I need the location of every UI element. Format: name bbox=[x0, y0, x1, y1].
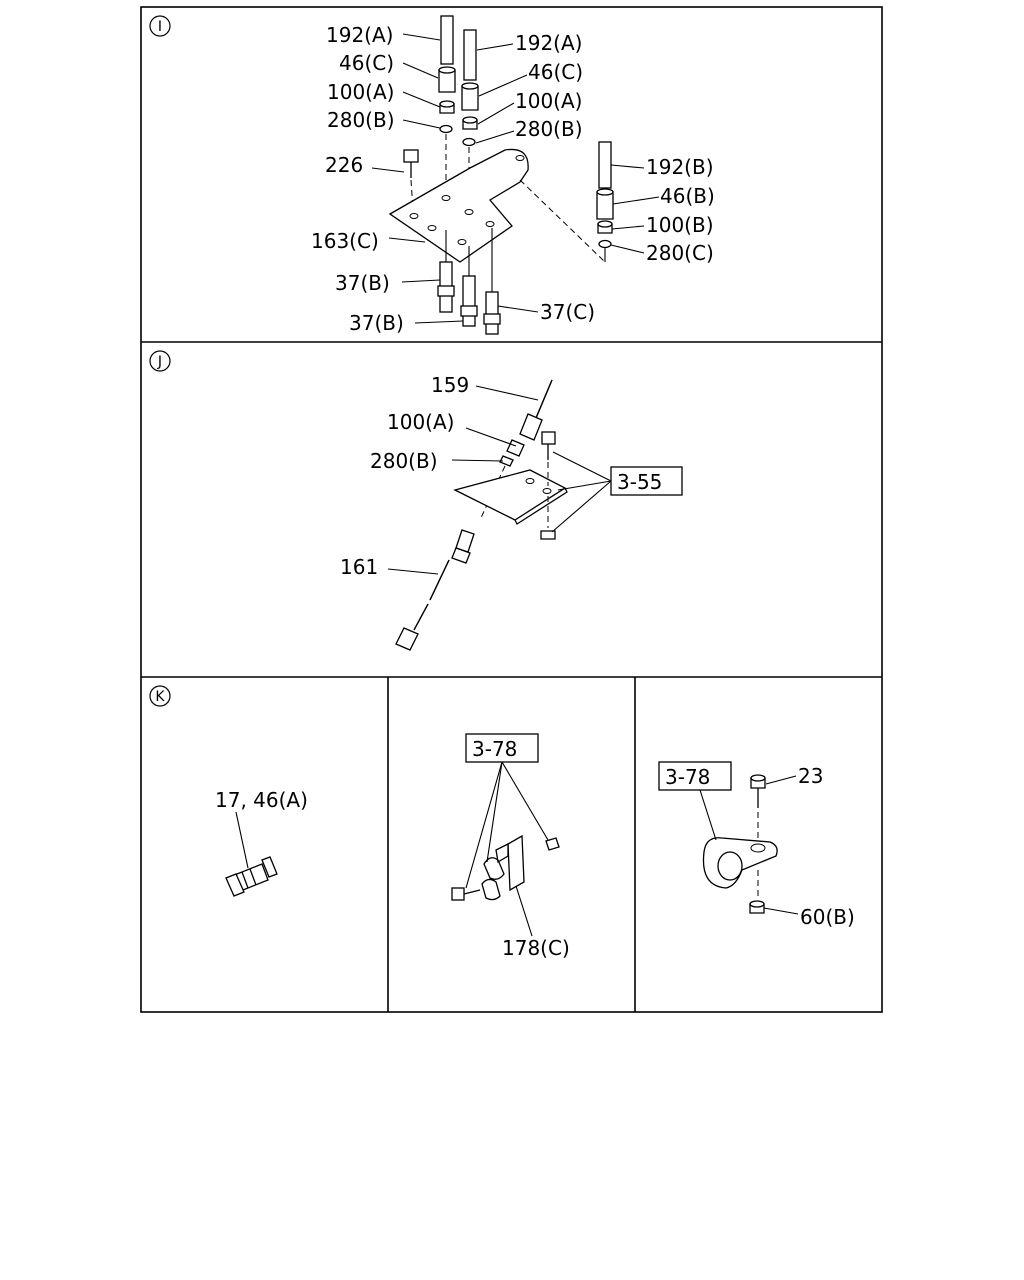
label-280b-right: 280(B) bbox=[515, 117, 583, 141]
label-46c-left: 46(C) bbox=[339, 51, 394, 75]
label-37b-lower: 37(B) bbox=[349, 311, 404, 335]
label-3-55: 3-55 bbox=[617, 470, 662, 494]
hose-161 bbox=[395, 529, 475, 651]
washer-280b-j bbox=[499, 455, 514, 467]
label-280b-left: 280(B) bbox=[327, 108, 395, 132]
label-159: 159 bbox=[431, 373, 469, 397]
fitting-46b bbox=[596, 191, 614, 220]
clip-178c bbox=[481, 834, 525, 901]
label-3-78-mid: 3-78 bbox=[472, 737, 517, 761]
bolt-3-55 bbox=[541, 431, 556, 460]
label-100a-left: 100(A) bbox=[327, 80, 394, 104]
bracket-163c bbox=[388, 148, 529, 263]
label-192b: 192(B) bbox=[646, 155, 714, 179]
ref-box-3-78-mid bbox=[465, 733, 539, 763]
nut-3-55 bbox=[540, 530, 556, 540]
hose-159 bbox=[519, 379, 553, 441]
union-37c bbox=[483, 291, 501, 335]
section-i-parts: 192(A) 46(C) 100(A) 280(B) 192(A) 46(C) … bbox=[311, 15, 715, 335]
nut-clip bbox=[545, 837, 560, 851]
label-60b: 60(B) bbox=[800, 905, 855, 929]
section-k-panel-2: 3-78 178(C) bbox=[451, 733, 570, 960]
section-j-parts: 3-55 159 100(A) 280(B) 161 bbox=[340, 373, 683, 651]
section-marker-j-text: J bbox=[157, 354, 162, 370]
bolt-226 bbox=[403, 149, 419, 178]
bolt-23 bbox=[750, 774, 766, 808]
label-100a-j: 100(A) bbox=[387, 410, 454, 434]
washer-280b-left bbox=[439, 124, 453, 134]
label-280c: 280(C) bbox=[646, 241, 714, 265]
union-37b-right bbox=[460, 275, 478, 327]
section-k-panel-3: 3-78 23 60(B) bbox=[658, 761, 855, 929]
hose-192a-left bbox=[440, 15, 454, 65]
label-161: 161 bbox=[340, 555, 378, 579]
section-marker-i-text: I bbox=[158, 19, 162, 35]
label-163c: 163(C) bbox=[311, 229, 379, 253]
hose-192a-right bbox=[463, 29, 477, 81]
section-marker-i: I bbox=[149, 15, 171, 37]
label-178c: 178(C) bbox=[502, 936, 570, 960]
label-100a-right: 100(A) bbox=[515, 89, 582, 113]
ref-box-3-78-right bbox=[658, 761, 732, 791]
label-100b: 100(B) bbox=[646, 213, 714, 237]
section-marker-j: J bbox=[149, 350, 171, 372]
nut-100a-j bbox=[506, 439, 525, 457]
section-k-panel-1: 17, 46(A) bbox=[215, 788, 308, 897]
section-marker-k-text: K bbox=[155, 689, 165, 705]
hose-192b bbox=[598, 141, 612, 189]
label-192a-right: 192(A) bbox=[515, 31, 582, 55]
bracket-j bbox=[453, 469, 568, 525]
label-23: 23 bbox=[798, 764, 823, 788]
label-17-46a: 17, 46(A) bbox=[215, 788, 308, 812]
clamp-3-78 bbox=[702, 837, 778, 889]
ref-box-3-55 bbox=[610, 466, 683, 496]
diagram-frame bbox=[140, 6, 883, 1013]
union-17-46a bbox=[225, 856, 278, 897]
bolt-clip bbox=[451, 887, 481, 901]
label-192a-left: 192(A) bbox=[326, 23, 393, 47]
label-46c-right: 46(C) bbox=[528, 60, 583, 84]
washer-280c bbox=[598, 239, 612, 249]
label-46b: 46(B) bbox=[660, 184, 715, 208]
washer-280b-right bbox=[462, 137, 476, 147]
label-280b-j: 280(B) bbox=[370, 449, 438, 473]
label-37c: 37(C) bbox=[540, 300, 595, 324]
label-37b-upper: 37(B) bbox=[335, 271, 390, 295]
label-226: 226 bbox=[325, 153, 363, 177]
label-3-78-right: 3-78 bbox=[665, 765, 710, 789]
union-37b-left bbox=[437, 261, 455, 313]
section-marker-k: K bbox=[149, 685, 171, 707]
